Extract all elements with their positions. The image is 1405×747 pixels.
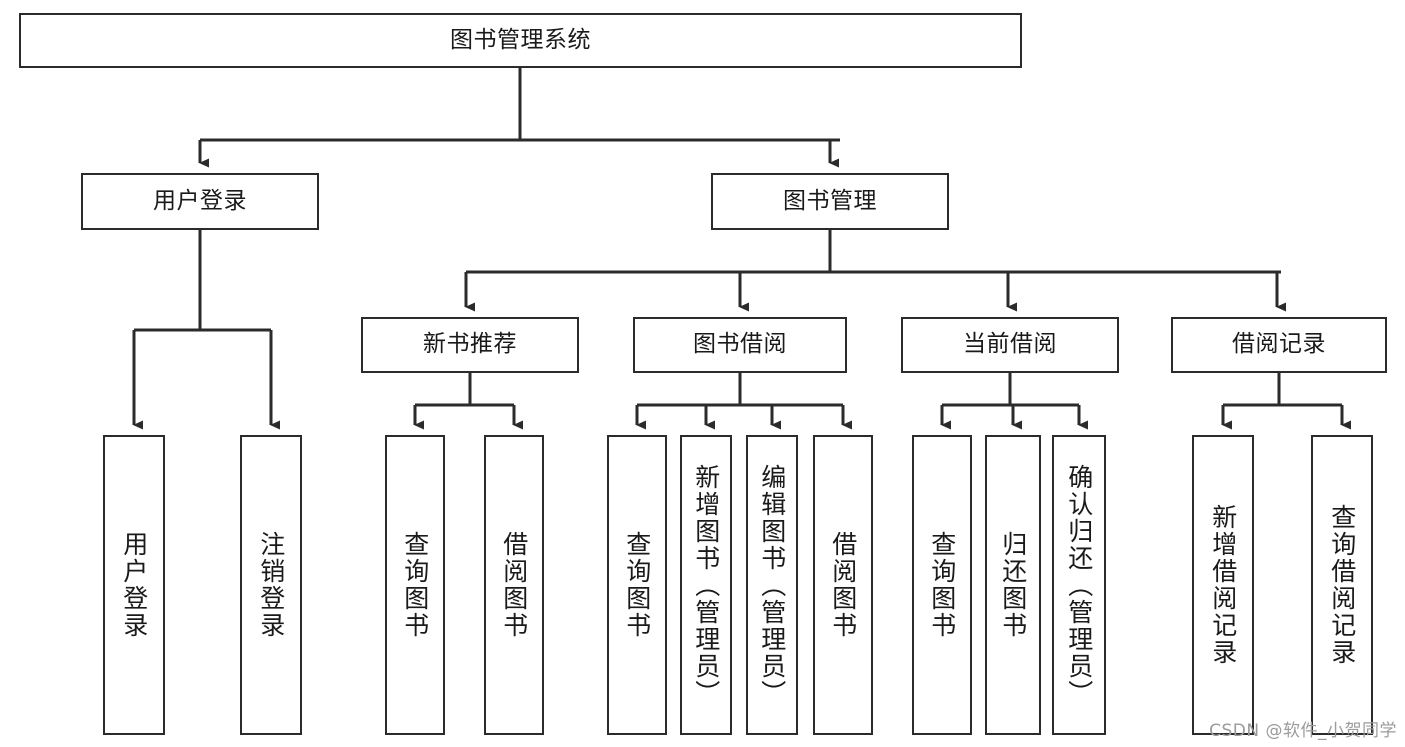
node-leaf-newbook-borrow-label: 借阅图书 bbox=[499, 531, 529, 639]
node-leaf-newbook-query[interactable]: 查询图书 bbox=[385, 435, 445, 735]
node-leaf-newbook-borrow[interactable]: 借阅图书 bbox=[484, 435, 544, 735]
node-leaf-borrow-edit-book-label: 编辑图书（管理员） bbox=[757, 463, 787, 707]
node-leaf-record-add-label: 新增借阅记录 bbox=[1208, 504, 1238, 666]
edge-root-to-level2 bbox=[198, 68, 840, 168]
node-leaf-user-logout-label: 注销登录 bbox=[256, 531, 286, 639]
node-leaf-borrow-add-book[interactable]: 新增图书（管理员） bbox=[680, 435, 732, 735]
node-user-login-module[interactable]: 用户登录 bbox=[81, 173, 319, 230]
node-leaf-newbook-query-label: 查询图书 bbox=[400, 531, 430, 639]
node-borrow-record-label: 借阅记录 bbox=[1232, 331, 1326, 358]
node-book-management-module[interactable]: 图书管理 bbox=[711, 173, 949, 230]
node-leaf-borrow-query[interactable]: 查询图书 bbox=[607, 435, 667, 735]
node-new-book-recommend[interactable]: 新书推荐 bbox=[361, 317, 579, 373]
node-leaf-current-confirm-return[interactable]: 确认归还（管理员） bbox=[1052, 435, 1106, 735]
node-leaf-current-return-label: 归还图书 bbox=[998, 531, 1028, 639]
node-current-borrow[interactable]: 当前借阅 bbox=[901, 317, 1119, 373]
edge-user-to-leaves bbox=[132, 230, 280, 430]
node-leaf-borrow-borrow-book[interactable]: 借阅图书 bbox=[813, 435, 873, 735]
node-leaf-record-add[interactable]: 新增借阅记录 bbox=[1192, 435, 1254, 735]
edge-record-to-leaves bbox=[1221, 373, 1351, 430]
node-leaf-record-query[interactable]: 查询借阅记录 bbox=[1311, 435, 1373, 735]
node-leaf-user-logout[interactable]: 注销登录 bbox=[240, 435, 302, 735]
csdn-watermark: CSDN @软件_小贺同学 bbox=[1209, 721, 1397, 741]
node-leaf-current-query[interactable]: 查询图书 bbox=[912, 435, 972, 735]
node-leaf-user-login[interactable]: 用户登录 bbox=[103, 435, 165, 735]
node-leaf-borrow-add-book-label: 新增图书（管理员） bbox=[691, 463, 721, 707]
node-leaf-current-query-label: 查询图书 bbox=[927, 531, 957, 639]
node-leaf-borrow-query-label: 查询图书 bbox=[622, 531, 652, 639]
edge-borrow-to-leaves bbox=[635, 373, 852, 430]
node-root-label: 图书管理系统 bbox=[450, 26, 591, 53]
node-book-borrow-label: 图书借阅 bbox=[693, 331, 787, 358]
node-book-borrow[interactable]: 图书借阅 bbox=[633, 317, 847, 373]
node-leaf-borrow-edit-book[interactable]: 编辑图书（管理员） bbox=[746, 435, 798, 735]
node-leaf-user-login-label: 用户登录 bbox=[119, 531, 149, 639]
edge-book-to-level3 bbox=[464, 230, 1286, 312]
node-leaf-current-return[interactable]: 归还图书 bbox=[985, 435, 1041, 735]
node-new-book-recommend-label: 新书推荐 bbox=[423, 331, 517, 358]
node-root[interactable]: 图书管理系统 bbox=[19, 13, 1022, 68]
edge-newbook-to-leaves bbox=[413, 373, 523, 430]
edge-current-to-leaves bbox=[940, 373, 1088, 430]
node-current-borrow-label: 当前借阅 bbox=[963, 331, 1057, 358]
node-borrow-record[interactable]: 借阅记录 bbox=[1171, 317, 1387, 373]
node-leaf-record-query-label: 查询借阅记录 bbox=[1327, 504, 1357, 666]
node-book-management-module-label: 图书管理 bbox=[783, 187, 877, 214]
node-leaf-borrow-borrow-book-label: 借阅图书 bbox=[828, 531, 858, 639]
node-leaf-current-confirm-return-label: 确认归还（管理员） bbox=[1064, 463, 1094, 707]
node-user-login-module-label: 用户登录 bbox=[153, 187, 247, 214]
